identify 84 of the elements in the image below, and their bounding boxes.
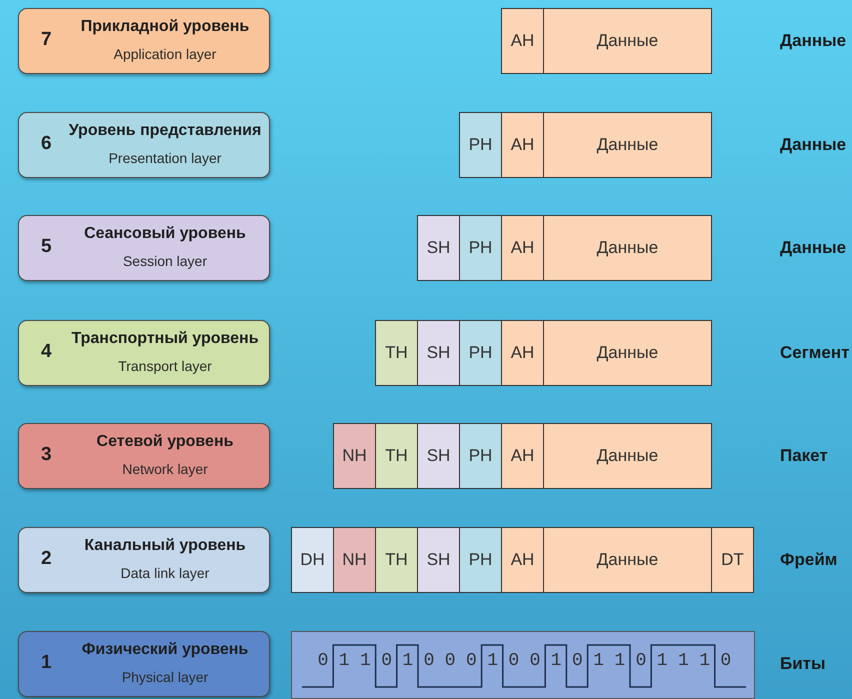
bit-digit: 1 <box>699 651 710 671</box>
bit-digit: 1 <box>678 651 689 671</box>
layer-title: Прикладной уровень <box>80 18 250 36</box>
layer-box <box>18 631 270 697</box>
header-segment: NH <box>333 423 376 489</box>
header-segment: PH <box>459 320 502 386</box>
bit-digit: 0 <box>636 651 646 671</box>
header-segment: PH <box>459 527 502 593</box>
layer-box <box>18 112 270 178</box>
layer-number: 1 <box>41 652 52 674</box>
bit-digit: 1 <box>402 651 414 671</box>
header-segment: NH <box>333 527 376 593</box>
layer-subtitle: Network layer <box>121 461 209 477</box>
layer-title: Канальный уровень <box>83 537 247 555</box>
data-segment: Данные <box>543 112 712 178</box>
header-segment: AH <box>501 8 544 74</box>
header-segment: TH <box>375 320 418 386</box>
bit-digit: 0 <box>720 651 732 671</box>
layer-title: Уровень представления <box>68 122 262 140</box>
layer-subtitle: Application layer <box>112 46 218 62</box>
layer-number: 7 <box>41 29 52 51</box>
layer-pdu-label: Данные <box>780 135 846 155</box>
layer-subtitle: Session layer <box>122 253 208 269</box>
layer-title: Транспортный уровень <box>70 330 260 348</box>
layer-title: Сеансовый уровень <box>83 225 247 243</box>
bit-digit: 0 <box>466 651 477 671</box>
layer-title: Физический уровень <box>80 641 250 659</box>
trailer-segment: DT <box>711 527 754 593</box>
layer-number: 3 <box>41 444 52 466</box>
bit-digit: 0 <box>572 651 583 671</box>
data-segment: Данные <box>543 8 712 74</box>
header-segment: TH <box>375 423 418 489</box>
layer-box <box>18 320 270 386</box>
layer-box <box>18 215 270 281</box>
header-segment: PH <box>459 112 502 178</box>
layer-number: 2 <box>41 548 52 570</box>
layer-pdu-label: Фрейм <box>780 550 838 570</box>
bit-digit: 0 <box>318 651 328 671</box>
bit-digit: 0 <box>508 651 520 671</box>
bit-digit: 1 <box>656 651 668 671</box>
bit-digit: 0 <box>381 651 392 671</box>
bit-digit: 1 <box>360 651 371 671</box>
layer-pdu-label: Данные <box>780 31 846 51</box>
bit-digit: 0 <box>444 651 456 671</box>
header-segment: SH <box>417 423 460 489</box>
layer-subtitle: Physical layer <box>120 669 210 685</box>
layer-pdu-label: Данные <box>780 238 846 258</box>
header-segment: SH <box>417 320 460 386</box>
layer-pdu-label: Сегмент <box>780 343 850 363</box>
layer-box <box>18 527 270 593</box>
bit-digit: 1 <box>550 651 562 671</box>
layer-box <box>18 8 270 74</box>
header-segment: AH <box>501 527 544 593</box>
layer-pdu-label: Пакет <box>780 446 828 466</box>
layer-pdu-label: Биты <box>780 654 826 674</box>
layer-number: 6 <box>41 133 52 155</box>
layer-box <box>18 423 270 489</box>
header-segment: AH <box>501 423 544 489</box>
header-segment: DH <box>291 527 334 593</box>
layer-number: 5 <box>41 236 52 258</box>
layer-number: 4 <box>41 341 52 363</box>
layer-subtitle: Presentation layer <box>108 150 222 166</box>
data-segment: Данные <box>543 527 712 593</box>
header-segment: SH <box>417 527 460 593</box>
bit-digit: 1 <box>338 651 350 671</box>
bit-digit: 0 <box>530 651 540 671</box>
layer-subtitle: Transport layer <box>117 358 213 374</box>
data-segment: Данные <box>543 320 712 386</box>
bit-digit: 1 <box>614 651 626 671</box>
bit-digit: 1 <box>487 651 498 671</box>
header-segment: AH <box>501 215 544 281</box>
header-segment: PH <box>459 215 502 281</box>
header-segment: SH <box>417 215 460 281</box>
bit-digit: 0 <box>424 651 434 671</box>
layer-title: Сетевой уровень <box>96 433 234 451</box>
layer-subtitle: Data link layer <box>120 565 210 581</box>
header-segment: AH <box>501 320 544 386</box>
bit-digit: 1 <box>593 651 604 671</box>
data-segment: Данные <box>543 423 712 489</box>
header-segment: TH <box>375 527 418 593</box>
bit-stream-bar <box>291 631 755 699</box>
header-segment: AH <box>501 112 544 178</box>
header-segment: PH <box>459 423 502 489</box>
data-segment: Данные <box>543 215 712 281</box>
